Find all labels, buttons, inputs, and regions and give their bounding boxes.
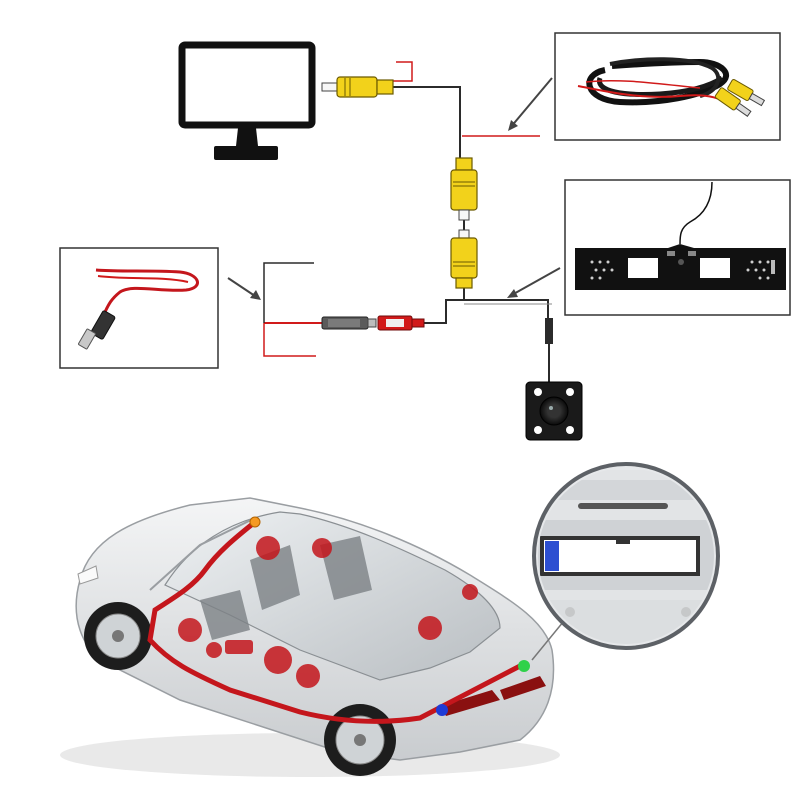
route-marker-blue (436, 704, 448, 716)
power-cable-inset (59, 247, 219, 369)
zoom-detail-circle (531, 462, 720, 661)
pointer-arrow-plate (507, 267, 561, 298)
license-plate-frame-inset (564, 179, 791, 316)
route-marker-orange (249, 516, 261, 528)
dc-plug-cable-icon (78, 268, 199, 350)
license-plate-frame-icon (575, 244, 786, 290)
sedan-car-icon (60, 497, 560, 777)
rca-plug-monitor (321, 76, 394, 98)
wire-route (147, 519, 523, 724)
camera-icon (525, 381, 583, 441)
pointer-arrow-rca (508, 77, 553, 131)
route-marker-green (518, 660, 530, 672)
pointer-arrow-power (227, 277, 261, 300)
dc-power-connector (321, 315, 425, 331)
rca-connector-upper (450, 157, 478, 221)
rca-extension-cable-inset (554, 32, 781, 141)
monitor-icon (178, 41, 316, 160)
rca-connector-lower (450, 229, 478, 289)
wiring-harness (263, 61, 553, 384)
coiled-cable-icon (577, 57, 766, 117)
